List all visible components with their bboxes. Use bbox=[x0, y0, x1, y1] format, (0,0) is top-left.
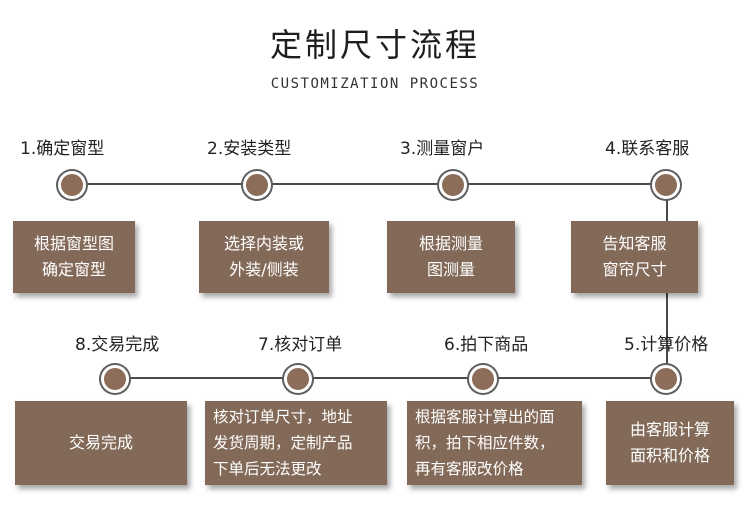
step-5-desc: 由客服计算 面积和价格 bbox=[629, 420, 710, 465]
step-3-desc: 根据测量 图测量 bbox=[418, 234, 483, 279]
step-8-box: 交易完成 bbox=[15, 401, 187, 485]
row-1-connector bbox=[72, 183, 667, 185]
step-2-node bbox=[243, 171, 271, 199]
step-3-node bbox=[439, 171, 467, 199]
page-title: 定制尺寸流程 bbox=[269, 26, 480, 64]
step-4-desc: 告知客服 窗帘尺寸 bbox=[602, 234, 667, 279]
step-7-label: 7.核对订单 bbox=[258, 335, 343, 355]
step-1-desc: 根据窗型图 确定窗型 bbox=[33, 234, 114, 279]
step-2-desc: 选择内装或 外装/侧装 bbox=[223, 234, 304, 279]
step-2-box: 选择内装或 外装/侧装 bbox=[199, 221, 329, 293]
row-2-connector bbox=[114, 377, 667, 379]
step-8-desc: 交易完成 bbox=[68, 433, 133, 452]
step-4-box: 告知客服 窗帘尺寸 bbox=[571, 221, 698, 293]
step-7-desc: 核对订单尺寸，地址 发货周期，定制产品 下单后无法更改 bbox=[213, 408, 353, 478]
step-1-box: 根据窗型图 确定窗型 bbox=[13, 221, 135, 293]
step-1-label: 1.确定窗型 bbox=[20, 139, 105, 159]
step-7-node bbox=[284, 365, 312, 393]
step-5-node bbox=[652, 365, 680, 393]
step-7-box: 核对订单尺寸，地址 发货周期，定制产品 下单后无法更改 bbox=[205, 401, 387, 485]
step-6-node bbox=[469, 365, 497, 393]
step-6-box: 根据客服计算出的面 积，拍下相应件数， 再有客服改价格 bbox=[407, 401, 582, 485]
step-8-label: 8.交易完成 bbox=[75, 335, 160, 355]
step-1-node bbox=[58, 171, 86, 199]
step-6-desc: 根据客服计算出的面 积，拍下相应件数， 再有客服改价格 bbox=[415, 408, 555, 478]
step-5-label: 5.计算价格 bbox=[624, 335, 709, 355]
page-subtitle: CUSTOMIZATION PROCESS bbox=[270, 76, 480, 92]
step-8-node bbox=[101, 365, 129, 393]
step-5-box: 由客服计算 面积和价格 bbox=[606, 401, 734, 485]
step-6-label: 6.拍下商品 bbox=[444, 335, 529, 355]
step-4-node bbox=[652, 171, 680, 199]
step-3-box: 根据测量 图测量 bbox=[387, 221, 515, 293]
step-4-label: 4.联系客服 bbox=[605, 139, 690, 159]
step-3-label: 3.测量窗户 bbox=[400, 139, 485, 159]
step-2-label: 2.安装类型 bbox=[207, 139, 292, 159]
